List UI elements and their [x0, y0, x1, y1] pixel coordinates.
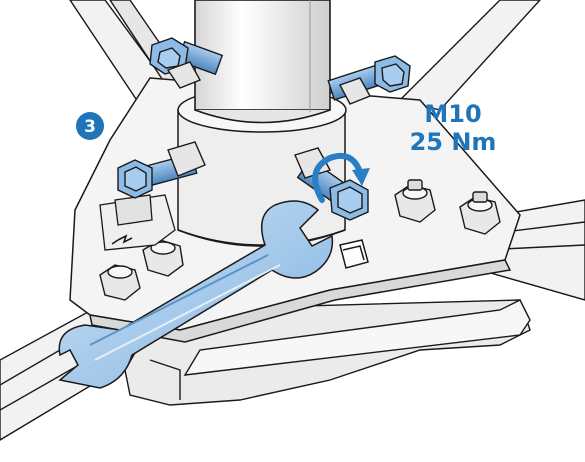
bolt-top-right	[327, 55, 411, 105]
ground-symbol-icon	[111, 234, 133, 245]
nut	[142, 239, 184, 277]
nut	[459, 191, 501, 235]
step-badge-circle	[76, 112, 104, 140]
ground-clamp	[99, 194, 176, 251]
bolts	[117, 37, 411, 221]
open-end-wrench-icon	[58, 200, 334, 389]
leg-upper-right	[398, 0, 541, 111]
step-badge: 3	[76, 112, 104, 140]
bolt-left	[117, 141, 206, 199]
plate-slot	[339, 239, 369, 269]
nut	[394, 179, 436, 223]
step-number: 3	[84, 117, 96, 137]
nut	[99, 264, 141, 301]
torque-value-label: 25 Nm	[410, 128, 497, 156]
bolt-top-left	[149, 37, 224, 89]
clockwise-rotation-arrow-icon	[312, 152, 370, 203]
plate-nuts-right	[394, 179, 501, 235]
bolt-size-label: M10	[424, 100, 481, 128]
plate-nuts-left	[99, 239, 184, 301]
torque-spec: M10 25 Nm	[410, 100, 497, 156]
